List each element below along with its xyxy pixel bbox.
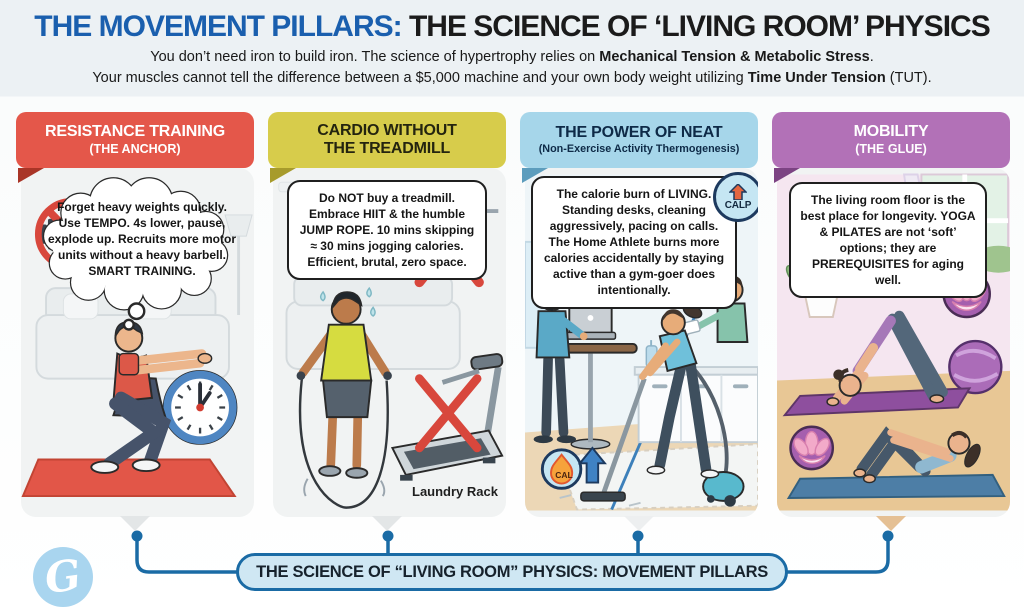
cal-badge-label: CAL (555, 470, 573, 480)
up-arrow-icon (577, 446, 607, 484)
thought-cloud-icon (42, 177, 229, 331)
panel-title: THE POWER OF NEAT (555, 124, 723, 142)
yoga-ball-icon (948, 339, 1003, 395)
squat-figure (90, 321, 213, 474)
panel-title: CARDIO WITHOUT THE TREADMILL (317, 122, 457, 157)
page-title: THE MOVEMENT PILLARS: THE SCIENCE OF ‘LI… (0, 10, 1024, 44)
speech-bubble: Do NOT buy a treadmill. Embrace HIIT & t… (287, 180, 487, 281)
panel-header-mobility: MOBILITY (THE GLUE) (772, 112, 1010, 183)
panel-tail (120, 516, 150, 531)
brand-logo-icon: G (41, 549, 85, 604)
panel-title: RESISTANCE TRAINING (45, 123, 225, 141)
ribbon-fold (522, 168, 548, 183)
panel-resistance-training: RESISTANCE TRAINING (THE ANCHOR) (14, 112, 256, 548)
vacuum-figure (559, 303, 745, 507)
calp-badge: CALP (713, 172, 758, 222)
speech-bubble: The living room floor is the best place … (789, 182, 987, 299)
up-arrow-icon (729, 183, 747, 200)
panel-illustration-area: The living room floor is the best place … (777, 168, 1010, 517)
laundry-rack-label: Laundry Rack (412, 484, 498, 499)
panel-mobility: MOBILITY (THE GLUE) (770, 112, 1012, 548)
red-x-treadmill-icon (415, 374, 482, 453)
ribbon-fold (18, 168, 44, 183)
panel-tail (876, 516, 906, 531)
panel-neat: THE POWER OF NEAT (Non-Exercise Activity… (518, 112, 760, 548)
panel-header-resistance: RESISTANCE TRAINING (THE ANCHOR) (16, 112, 254, 183)
exercise-mat (21, 458, 237, 498)
panel-subtitle: (Non-Exercise Activity Thermogenesis) (538, 143, 740, 156)
footer-banner-text: THE SCIENCE OF “LIVING ROOM” PHYSICS: MO… (256, 562, 768, 581)
speech-bubble: The calorie burn of LIVING. Standing des… (531, 176, 737, 309)
panel-header-neat: THE POWER OF NEAT (Non-Exercise Activity… (520, 112, 758, 183)
subtitle-line-2: Your muscles cannot tell the difference … (92, 70, 932, 86)
panel-subtitle: (THE GLUE) (855, 142, 927, 157)
calp-badge-label: CALP (724, 199, 752, 211)
connector-lines (131, 530, 894, 574)
panel-cardio: CARDIO WITHOUT THE TREADMILL (266, 112, 508, 548)
ribbon-fold (774, 168, 800, 183)
downward-dog-figure (826, 310, 948, 407)
panel-tail (624, 516, 654, 531)
clock-icon (162, 370, 238, 445)
brand-logo: G (33, 547, 93, 607)
sweat-drops-icon (319, 286, 376, 317)
panel-illustration-area: Do NOT buy a treadmill. Embrace HIIT & t… (273, 168, 506, 517)
page-title-rest: THE SCIENCE OF ‘LIVING ROOM’ PHYSICS (401, 10, 991, 43)
resistance-illustration (21, 177, 253, 498)
panel-tail (372, 516, 402, 531)
subtitle-line-1: You don’t need iron to build iron. The s… (150, 49, 874, 65)
lotus-icon (789, 425, 835, 471)
calorie-burn-badge (540, 446, 607, 490)
yoga-mat-blue (786, 473, 1006, 499)
panel-illustration-area: Forget heavy weights quickly. Use TEMPO.… (21, 168, 254, 517)
panel-header-cardio: CARDIO WITHOUT THE TREADMILL (268, 112, 506, 183)
page-title-accent: THE MOVEMENT PILLARS: (34, 10, 402, 43)
panel-subtitle: (THE ANCHOR) (89, 142, 181, 157)
ribbon-fold (270, 168, 296, 183)
footer-banner: THE SCIENCE OF “LIVING ROOM” PHYSICS: MO… (236, 553, 788, 591)
panel-title: MOBILITY (853, 123, 929, 141)
pilates-figure (853, 426, 981, 484)
flame-icon (550, 453, 574, 485)
jump-rope-figure (296, 286, 392, 509)
yoga-mat-purple (782, 387, 972, 417)
thought-bubble-text: Forget heavy weights quickly. Use TEMPO.… (47, 199, 237, 279)
panel-illustration-area: CAL The calorie burn of LIVING. Standing… (525, 168, 758, 517)
